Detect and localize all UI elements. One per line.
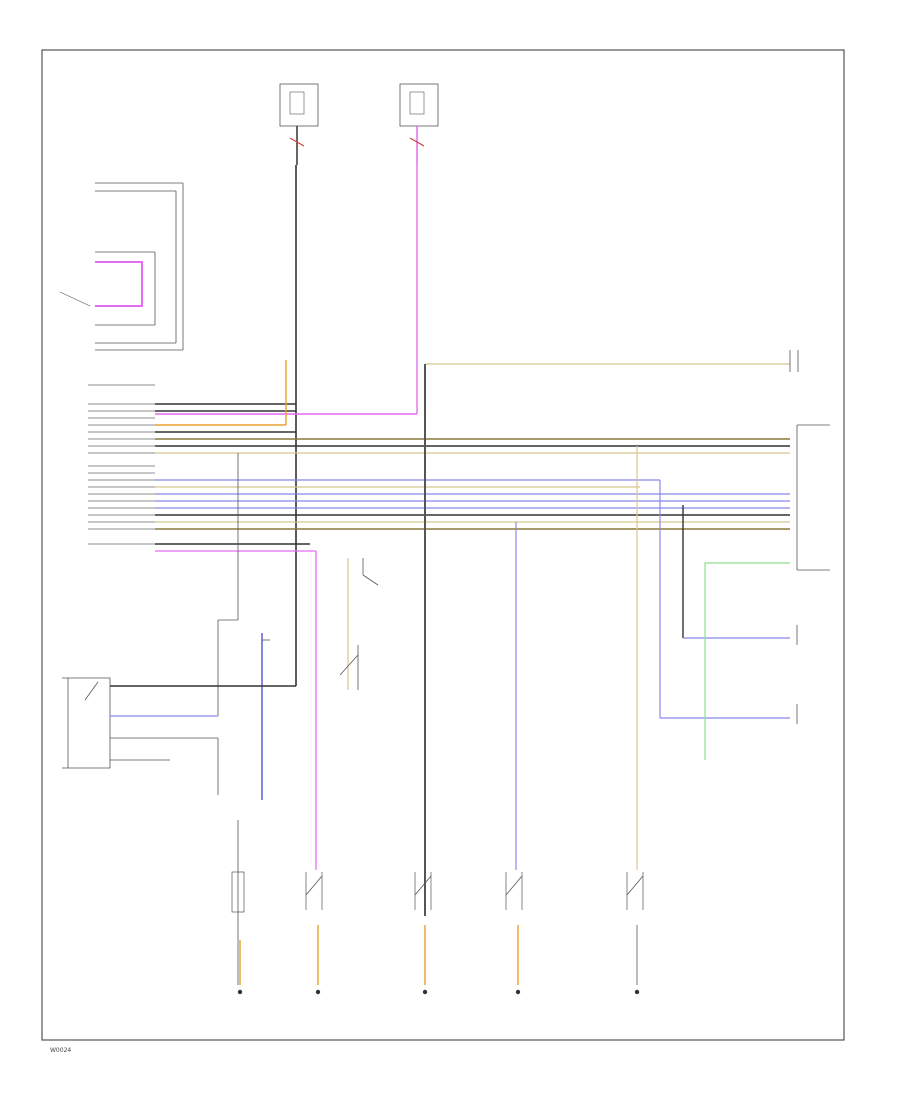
bus-pins-left: [88, 384, 155, 545]
wire-green: [704, 562, 790, 760]
bottom-switch-3: [414, 872, 432, 995]
bottom-switch-1: [231, 820, 245, 995]
relay-middle: [333, 549, 379, 691]
footer-code: W0024: [50, 1047, 72, 1054]
fuse-box-right: [399, 83, 439, 165]
sensor-right-2: [659, 480, 798, 724]
bottom-switch-5: [626, 872, 644, 995]
fuse-box-left: [279, 83, 319, 165]
diagnostic-connector: [59, 182, 184, 351]
component-top-right: [789, 350, 799, 372]
control-module-right: [796, 424, 830, 571]
diagram-border: [41, 49, 845, 1041]
bus-wires: [155, 360, 790, 552]
branch-left-middle: [217, 453, 270, 800]
sensor-right-1: [682, 505, 798, 645]
bottom-switch-4: [505, 872, 523, 995]
switch-box-left: [62, 677, 296, 795]
bottom-switch-2: [305, 860, 323, 995]
